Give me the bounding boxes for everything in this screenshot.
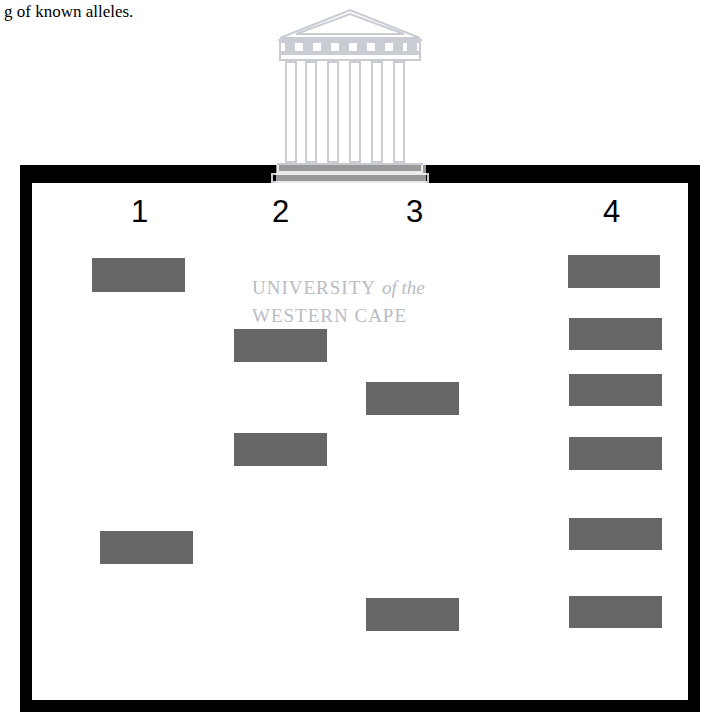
watermark-text: WESTERN CAPE: [252, 306, 407, 325]
lane-number: 3: [406, 196, 423, 227]
lane-number: 1: [131, 196, 148, 227]
lane-number: 4: [603, 196, 620, 227]
watermark-text: UNIVERSITY: [252, 278, 376, 297]
caption-fragment: g of known alleles.: [4, 3, 133, 20]
logo-overlay: [276, 165, 426, 183]
gel-body: [32, 183, 688, 700]
gel-frame: [20, 165, 700, 712]
lane-number: 2: [272, 196, 289, 227]
dna-bands: [92, 255, 662, 631]
university-logo: [272, 10, 428, 182]
watermark-text: of the: [382, 278, 425, 297]
